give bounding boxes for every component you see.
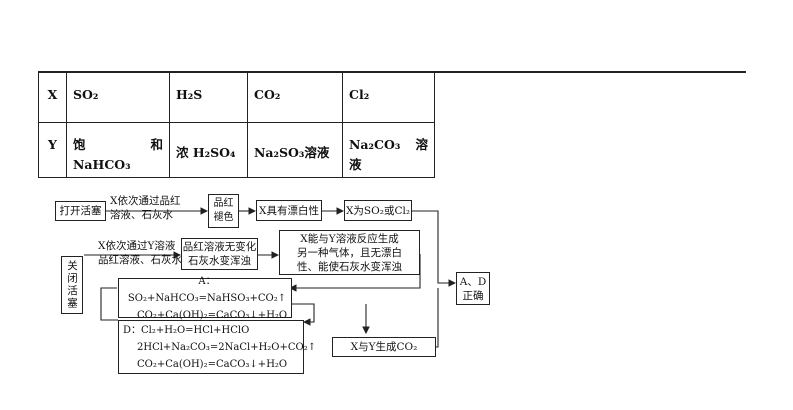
step2-label: X依次通过Y溶液 品红溶液、石灰水	[98, 239, 182, 267]
step1-line-1: X依次通过品红	[110, 195, 181, 207]
y-cell-1-char-b: 和	[150, 137, 163, 152]
open-valve-text: 打开活塞	[59, 205, 102, 217]
equation-d-line-3: CO₂+Ca(OH)₂=CaCO₃↓+H₂O	[137, 358, 288, 370]
step2-line-1: X依次通过Y溶液	[98, 240, 176, 252]
step2-line-2: 品红溶液、石灰水	[98, 254, 182, 266]
y-cell-3: Na₂SO₃溶液	[247, 122, 343, 178]
xy-table: X SO₂ H₂S CO₂ Cl₂ Y 饱和 NaHCO₃ 浓 H₂SO₄ Na…	[38, 72, 435, 178]
x-is-box: X为SO₂或Cl₂	[344, 200, 412, 221]
x-cell-2: H₂S	[169, 72, 248, 123]
top-rule	[38, 71, 746, 73]
equation-d-line-1: D：Cl₂+H₂O=HCl+HClO	[123, 324, 250, 336]
reaction-line-3: 性、能使石灰水变浑浊	[297, 260, 402, 273]
y-cell-2-text: 浓 H₂SO₄	[176, 145, 236, 160]
equation-a-line-1: A：SO₂+NaHCO₃=NaHSO₃+CO₂↑	[127, 275, 287, 304]
reaction-line-2: 另一种气体，且无漂白	[297, 246, 402, 259]
y-cell-1-char-a: 饱	[73, 137, 86, 152]
y-cell-4-char-b: 溶	[415, 137, 428, 152]
x-is-text: X为SO₂或Cl₂	[345, 204, 411, 217]
observation-box: 品红溶液无变化 石灰水变浑浊	[181, 238, 258, 270]
reaction-line-1: X能与Y溶液反应生成	[300, 232, 399, 245]
equation-a-box: A：SO₂+NaHCO₃=NaHSO₃+CO₂↑ CO₂+Ca(OH)₂=CaC…	[118, 276, 292, 321]
observation-line-1: 品红溶液无变化	[182, 241, 257, 253]
bleach-box: X具有漂白性	[256, 200, 322, 221]
xy-co2-box: X与Y生成CO₂	[332, 337, 436, 357]
table-row-x: X SO₂ H₂S CO₂ Cl₂	[38, 72, 435, 123]
answer-line-2: 正确	[462, 289, 484, 302]
close-valve-box: 关闭活塞	[61, 256, 83, 314]
xy-co2-text: X与Y生成CO₂	[350, 341, 418, 353]
decolor-text: 品红褪色	[208, 194, 239, 228]
y-cell-4: Na₂CO₃ 溶 液	[342, 122, 435, 178]
x-cell-4: Cl₂	[342, 72, 435, 123]
decolor-box: 品红褪色	[208, 194, 239, 228]
bleach-text: X具有漂白性	[259, 204, 319, 217]
y-cell-1-formula: NaHCO₃	[73, 157, 131, 172]
equation-d-box: D：Cl₂+H₂O=HCl+HClO 2HCl+Na₂CO₃=2NaCl+H₂O…	[118, 320, 316, 374]
open-valve-box: 打开活塞	[55, 201, 106, 221]
step1-label: X依次通过品红 溶液、石灰水	[110, 194, 180, 222]
answer-box: A、D 正确	[456, 272, 490, 305]
y-cell-4-formula: Na₂CO₃	[349, 137, 401, 152]
y-cell-1: 饱 和 NaHCO₃	[66, 122, 170, 178]
observation-line-2: 石灰水变浑浊	[188, 255, 251, 267]
equation-d-line-2: 2HCl+Na₂CO₃=2NaCl+H₂O+CO₂↑	[137, 341, 317, 353]
y-cell-3-text: Na₂SO₃溶液	[254, 145, 330, 160]
row-x-label: X	[38, 72, 67, 123]
close-valve-text: 关闭活塞	[66, 260, 78, 310]
reaction-box: X能与Y溶液反应生成 另一种气体，且无漂白 性、能使石灰水变浑浊	[279, 230, 420, 275]
equation-a-line-2: CO₂+Ca(OH)₂=CaCO₃↓+H₂O	[137, 309, 288, 321]
y-cell-4-char-c: 液	[349, 157, 362, 172]
y-cell-2: 浓 H₂SO₄	[169, 122, 248, 178]
answer-line-1: A、D	[459, 275, 487, 288]
step1-line-2: 溶液、石灰水	[110, 209, 173, 221]
